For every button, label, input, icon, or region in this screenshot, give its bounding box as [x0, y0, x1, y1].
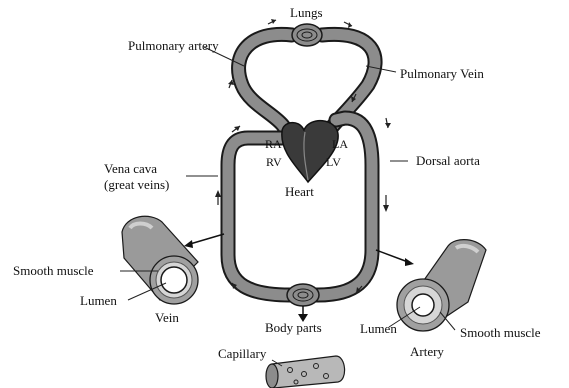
artery-cross-section [397, 240, 486, 331]
label-pulmonary-artery: Pulmonary artery [128, 38, 219, 53]
label-dorsal-aorta: Dorsal aorta [416, 153, 480, 168]
label-pulmonary-vein: Pulmonary Vein [400, 66, 484, 81]
label-lumen-vein: Lumen [80, 293, 117, 308]
label-heart: Heart [285, 184, 314, 199]
capillary-tube [266, 356, 345, 388]
label-ra: RA [265, 137, 282, 151]
heart-shape [282, 121, 338, 182]
label-vein: Vein [155, 310, 179, 325]
label-vena-cava: Vena cava [104, 161, 157, 176]
label-smooth-muscle-vein: Smooth muscle [13, 263, 94, 278]
label-lv: LV [326, 155, 341, 169]
label-lungs: Lungs [290, 5, 323, 20]
label-capillary: Capillary [218, 346, 267, 361]
body-capillary-bed [287, 284, 319, 306]
label-artery: Artery [410, 344, 444, 359]
pulmonary-artery-vessel [239, 34, 292, 140]
label-lumen-artery: Lumen [360, 321, 397, 336]
vein-cross-section [122, 216, 198, 304]
label-smooth-muscle-artery: Smooth muscle [460, 325, 541, 340]
vein-pointer-arrow [184, 234, 224, 248]
label-rv: RV [266, 155, 282, 169]
label-body-parts: Body parts [265, 320, 322, 335]
label-great-veins: (great veins) [104, 177, 169, 192]
artery-pointer-arrow [376, 250, 414, 266]
lung-capillary-bed [292, 24, 322, 46]
label-la: LA [332, 137, 348, 151]
